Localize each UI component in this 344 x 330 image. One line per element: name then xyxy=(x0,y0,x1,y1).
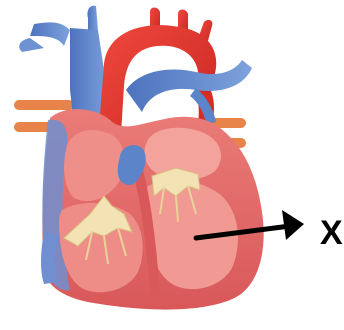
pulmonary-trunk xyxy=(126,60,252,124)
pointer-label: X xyxy=(320,213,343,253)
pulmonary-vessel-left-upper xyxy=(14,100,74,110)
